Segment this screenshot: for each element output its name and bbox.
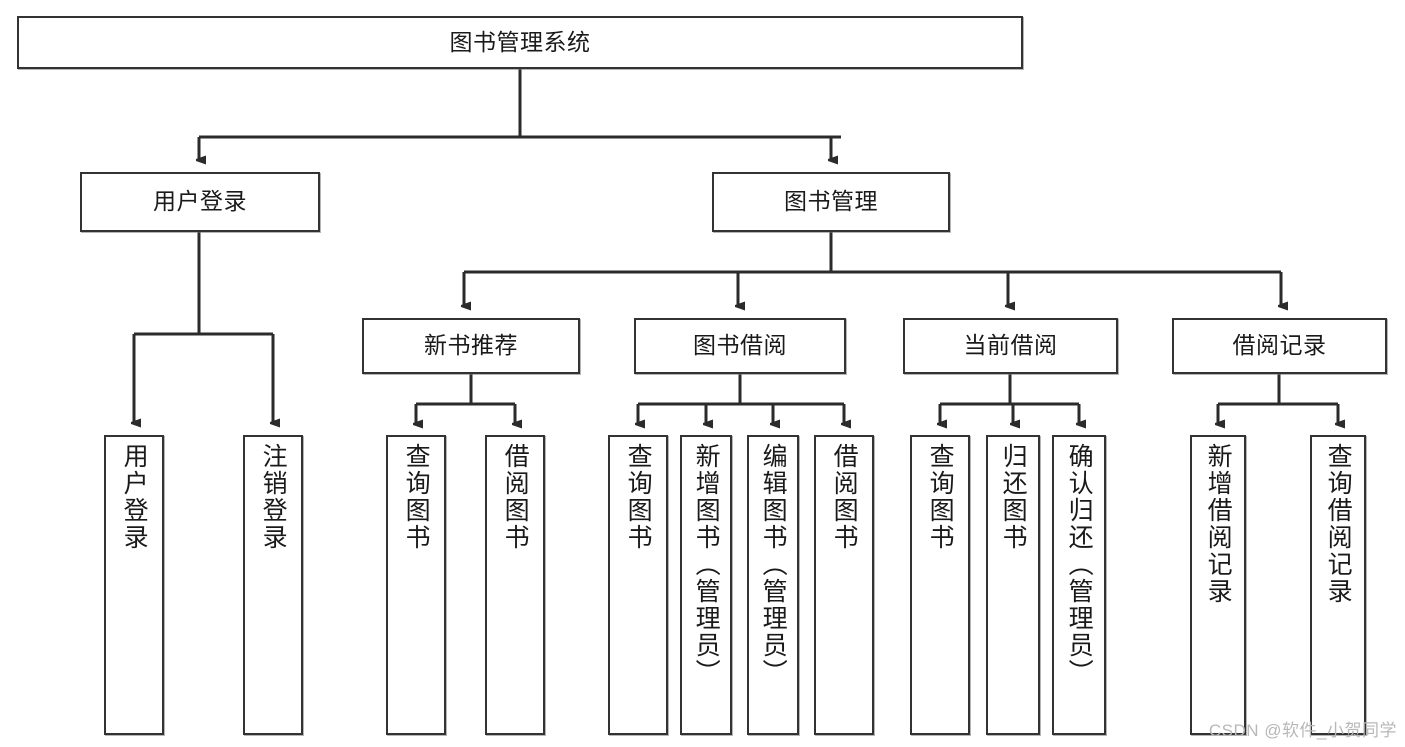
node-leaf-add-borrow-record-label: 新增借阅记录: [1204, 443, 1233, 605]
csdn-watermark: CSDN @软件_小贺同学: [1208, 721, 1397, 740]
node-leaf-borrow-book-2[interactable]: 借阅图书: [814, 435, 874, 735]
node-leaf-query-book-1-label: 查询图书: [402, 443, 431, 551]
node-leaf-query-book-2[interactable]: 查询图书: [608, 435, 668, 735]
node-leaf-borrow-book-1[interactable]: 借阅图书: [485, 435, 545, 735]
node-leaf-confirm-return-admin-label: 确认归还（管理员）: [1065, 443, 1094, 686]
node-borrow-record[interactable]: 借阅记录: [1172, 318, 1387, 374]
node-book-borrow-label: 图书借阅: [693, 332, 787, 359]
node-book-borrow[interactable]: 图书借阅: [634, 318, 846, 374]
node-leaf-add-book-admin[interactable]: 新增图书（管理员）: [680, 435, 732, 735]
node-leaf-query-book-3[interactable]: 查询图书: [910, 435, 970, 735]
node-new-book-recommendation[interactable]: 新书推荐: [362, 318, 580, 374]
node-root-label: 图书管理系统: [449, 28, 591, 55]
node-current-borrow-label: 当前借阅: [963, 332, 1058, 359]
node-leaf-user-login-label: 用户登录: [120, 443, 149, 551]
node-leaf-logout[interactable]: 注销登录: [243, 435, 303, 735]
node-book-management[interactable]: 图书管理: [712, 172, 950, 232]
node-current-borrow[interactable]: 当前借阅: [903, 318, 1118, 374]
node-leaf-edit-book-admin-label: 编辑图书（管理员）: [759, 443, 788, 686]
node-leaf-query-borrow-record-label: 查询借阅记录: [1324, 443, 1353, 605]
node-leaf-borrow-book-1-label: 借阅图书: [501, 443, 530, 551]
node-user-login-label: 用户登录: [153, 188, 247, 215]
node-leaf-add-book-admin-label: 新增图书（管理员）: [692, 443, 721, 686]
node-leaf-return-book[interactable]: 归还图书: [986, 435, 1040, 735]
node-borrow-record-label: 借阅记录: [1232, 332, 1327, 359]
node-new-book-recommendation-label: 新书推荐: [424, 332, 518, 359]
node-leaf-add-borrow-record[interactable]: 新增借阅记录: [1190, 435, 1246, 735]
node-leaf-confirm-return-admin[interactable]: 确认归还（管理员）: [1052, 435, 1106, 735]
node-user-login[interactable]: 用户登录: [80, 172, 320, 232]
node-book-management-label: 图书管理: [784, 188, 878, 215]
node-root[interactable]: 图书管理系统: [17, 16, 1023, 69]
node-leaf-edit-book-admin[interactable]: 编辑图书（管理员）: [747, 435, 799, 735]
node-leaf-query-book-1[interactable]: 查询图书: [386, 435, 446, 735]
node-leaf-query-book-3-label: 查询图书: [926, 443, 955, 551]
node-leaf-user-login[interactable]: 用户登录: [104, 435, 164, 735]
node-leaf-query-book-2-label: 查询图书: [624, 443, 653, 551]
node-leaf-return-book-label: 归还图书: [999, 443, 1028, 551]
node-leaf-logout-label: 注销登录: [259, 443, 288, 551]
node-leaf-borrow-book-2-label: 借阅图书: [830, 443, 859, 551]
node-leaf-query-borrow-record[interactable]: 查询借阅记录: [1310, 435, 1366, 735]
